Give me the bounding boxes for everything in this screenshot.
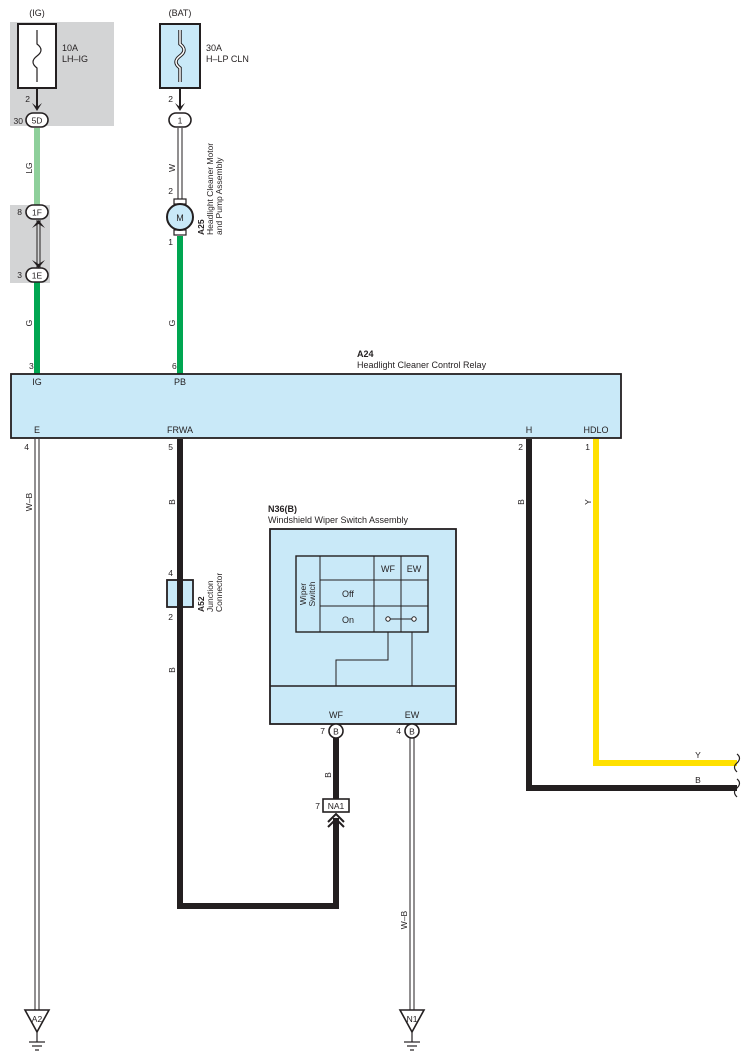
pin-motor-bottom: 1 xyxy=(168,237,173,247)
junction-code: A52 xyxy=(196,596,206,612)
wiper-col-wf: WF xyxy=(381,564,395,574)
wire-g-left-label: G xyxy=(24,320,34,327)
ground-n1-label: N1 xyxy=(407,1014,418,1024)
pin-relay-e: 4 xyxy=(24,442,29,452)
relay-terminal-frwa: FRWA xyxy=(167,425,193,435)
wiper-terminal-ew: EW xyxy=(405,710,420,720)
wiper-switch-label-2: Switch xyxy=(307,581,317,606)
connector-b-wf xyxy=(328,723,344,739)
wiper-row-off: Off xyxy=(342,589,354,599)
wire-b-frwa-top-label: B xyxy=(167,499,177,505)
connector-1-label: 1 xyxy=(178,116,183,126)
motor-name-2: and Pump Assembly xyxy=(214,157,224,235)
ground-n1-icon xyxy=(398,1009,426,1051)
arrow-up-icon xyxy=(32,220,45,228)
chevron-up-icon xyxy=(327,812,345,823)
wire-b-frwa-bottom-label: B xyxy=(167,667,177,673)
pin-fuse-hlp: 2 xyxy=(168,94,173,104)
connector-5d-label: 5D xyxy=(32,116,43,126)
wiper-row-on: On xyxy=(342,615,354,625)
relay-a24 xyxy=(10,373,622,439)
continuity-dot-ew xyxy=(411,616,417,622)
relay-terminal-ig: IG xyxy=(32,377,42,387)
connector-1f-label: 1F xyxy=(32,208,42,218)
junction-name-2: Connector xyxy=(214,573,224,612)
connector-b-ew-label: B xyxy=(409,727,415,737)
fuse-lhig-name: LH–IG xyxy=(62,54,88,64)
source-ig-label: (IG) xyxy=(29,8,45,18)
wire-b-right-label: B xyxy=(695,775,701,785)
connector-na1-label: NA1 xyxy=(328,801,345,811)
pin-fuse-lhig: 2 xyxy=(25,94,30,104)
relay-terminal-hdlo: HDLO xyxy=(583,425,608,435)
connector-b-ew xyxy=(404,723,420,739)
wiper-terminal-wf: WF xyxy=(329,710,343,720)
wire-y-hdlo xyxy=(593,439,737,766)
pin-relay-h: 2 xyxy=(518,442,523,452)
relay-terminal-pb: PB xyxy=(174,377,186,387)
pin-relay-ig: 3 xyxy=(29,361,34,371)
motor-name-1: Headlight Cleaner Motor xyxy=(205,143,215,235)
connector-1f xyxy=(25,204,49,220)
pin-b-ew: 4 xyxy=(396,726,401,736)
relay-name: Headlight Cleaner Control Relay xyxy=(357,360,487,370)
arrow-down-icon xyxy=(32,103,42,111)
wiper-switch-label-1: Wiper xyxy=(298,583,308,605)
arrow-down-icon xyxy=(175,103,185,111)
wire-b-frwa xyxy=(177,439,339,909)
fuse-lhig-amp: 10A xyxy=(62,43,78,53)
pin-junction-bottom: 2 xyxy=(168,612,173,622)
connector-5d xyxy=(25,112,49,128)
motor-a25 xyxy=(166,203,194,231)
pin-relay-hdlo: 1 xyxy=(585,442,590,452)
wire-w-label: W xyxy=(167,164,177,172)
fuse-lhig-icon xyxy=(32,30,42,82)
relay-code: A24 xyxy=(357,349,374,359)
pin-relay-frwa: 5 xyxy=(168,442,173,452)
pin-1e: 3 xyxy=(17,270,22,280)
relay-terminal-h: H xyxy=(526,425,533,435)
pin-na1: 7 xyxy=(315,801,320,811)
connector-b-wf-label: B xyxy=(333,727,339,737)
connector-na1 xyxy=(322,798,350,813)
wiper-switch-name: Windshield Wiper Switch Assembly xyxy=(268,515,409,525)
connector-1 xyxy=(168,112,192,128)
wire-break-y xyxy=(733,753,741,773)
connector-1e-label: 1E xyxy=(32,271,43,281)
pin-5d: 30 xyxy=(14,116,24,126)
pin-motor-top: 2 xyxy=(168,186,173,196)
connector-1e xyxy=(25,267,49,283)
wiper-switch-code: N36(B) xyxy=(268,504,297,514)
wire-wb-ew-label: W–B xyxy=(399,910,409,929)
pin-junction-top: 4 xyxy=(168,568,173,578)
wire-lg-label: LG xyxy=(24,162,34,173)
wire-y-hdlo-label: Y xyxy=(583,499,593,505)
wire-b-wf-label: B xyxy=(323,772,333,778)
ground-a2-label: A2 xyxy=(32,1014,43,1024)
pin-1f: 8 xyxy=(17,207,22,217)
continuity-dot-wf xyxy=(385,616,391,622)
wire-b-h xyxy=(526,439,737,791)
pin-relay-pb: 6 xyxy=(172,361,177,371)
motor-symbol: M xyxy=(176,213,184,223)
wiper-col-ew: EW xyxy=(407,564,422,574)
wire-y-right-label: Y xyxy=(695,750,701,760)
relay-terminal-e: E xyxy=(34,425,40,435)
source-bat-label: (BAT) xyxy=(169,8,192,18)
motor-code: A25 xyxy=(196,219,206,235)
wire-b-h-label: B xyxy=(516,499,526,505)
junction-name-1: Junction xyxy=(205,580,215,612)
pin-b-wf: 7 xyxy=(320,726,325,736)
arrow-down-icon xyxy=(32,260,45,268)
fuse-hlp-amp: 30A xyxy=(206,43,222,53)
ground-a2-icon xyxy=(23,1009,51,1051)
wire-break-b xyxy=(733,778,741,798)
wire-wb-left-label: W–B xyxy=(24,492,34,511)
wire-g-mid-label: G xyxy=(167,320,177,327)
fuse-hlp-name: H–LP CLN xyxy=(206,54,249,64)
